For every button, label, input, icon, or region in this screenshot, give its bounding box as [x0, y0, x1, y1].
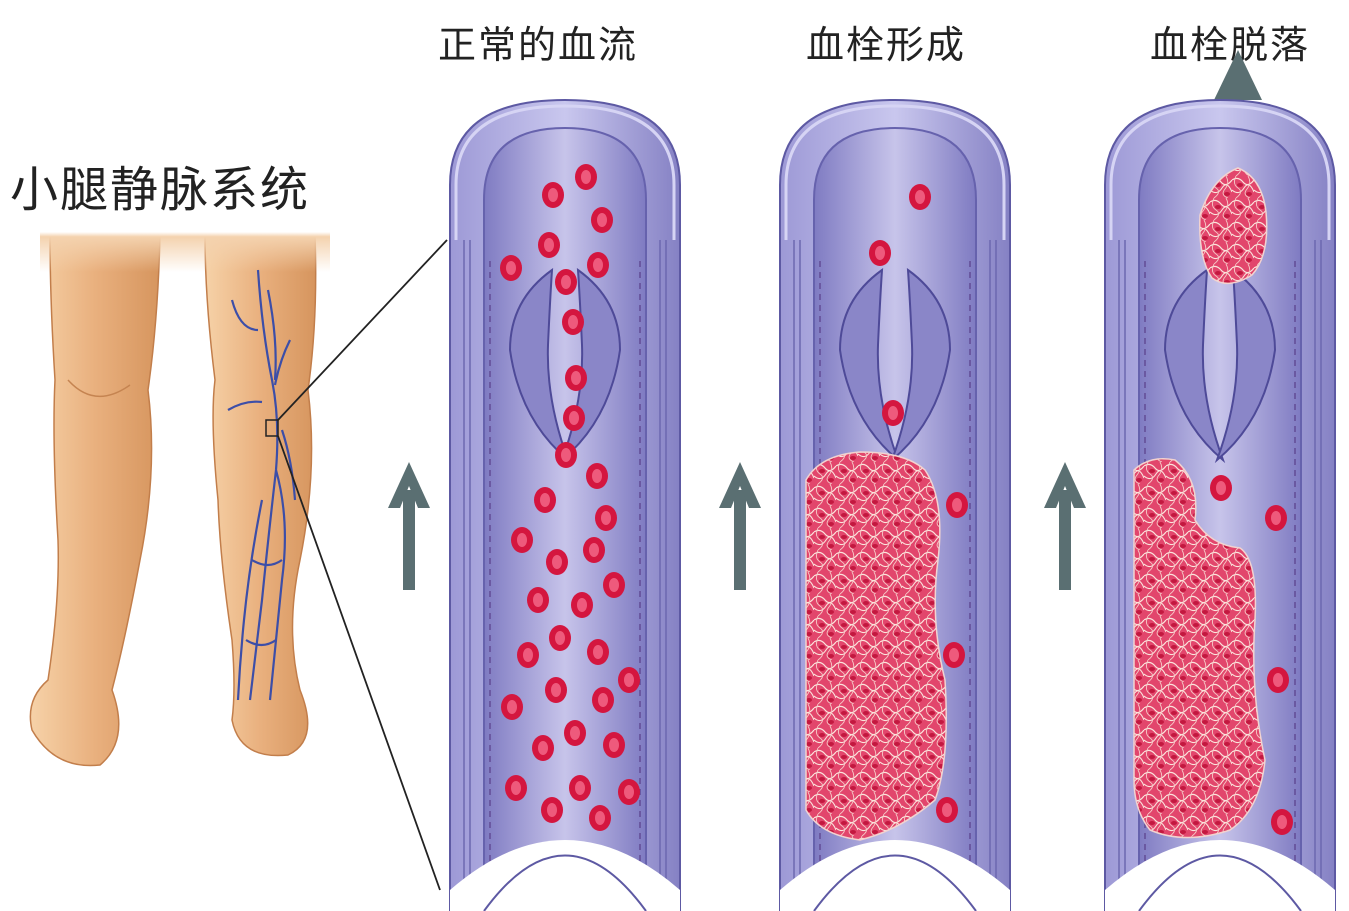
- vessel-clot-formation: [780, 100, 1010, 911]
- vessel-normal-flow: [450, 100, 680, 911]
- thrombus: [806, 452, 946, 840]
- vessel-clot-detach: [1105, 100, 1335, 911]
- flow-arrow-up-icon: [388, 462, 430, 590]
- legs-illustration: [30, 232, 330, 766]
- left-leg: [30, 235, 160, 766]
- flow-arrow-up-icon: [1044, 462, 1086, 590]
- flow-arrow-up-icon: [719, 462, 761, 590]
